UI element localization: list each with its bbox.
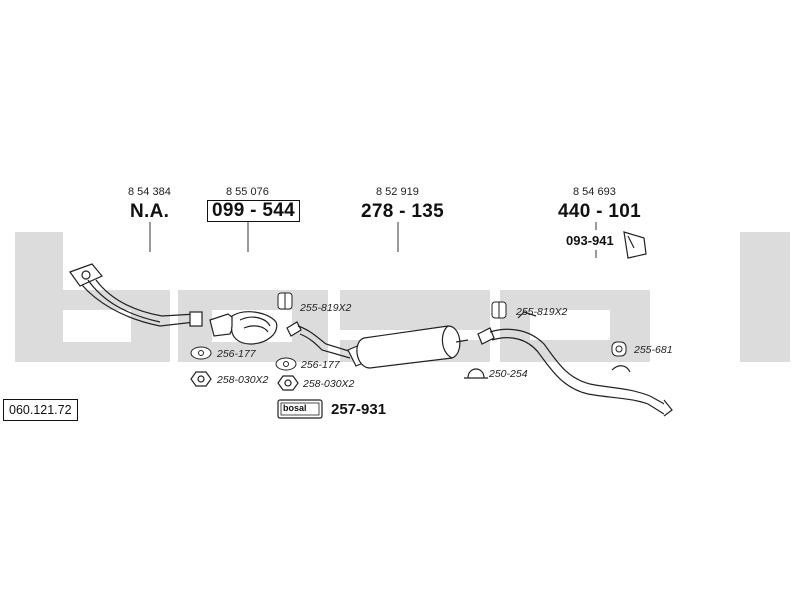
- middle-silencer: [347, 325, 469, 369]
- clamp-left-label: 255-819X2: [300, 302, 352, 314]
- gasket-2-label: 256-177: [301, 359, 340, 371]
- gasket-2-icon: [275, 357, 297, 371]
- clamp-mid-icon: [491, 301, 507, 319]
- rubber-mount-icon: [611, 341, 627, 357]
- nut-1-label: 258-030X2: [217, 374, 269, 386]
- gasket-1-icon: [190, 346, 212, 360]
- oem-number-1: 8 54 384: [128, 186, 171, 198]
- nut-2-label: 258-030X2: [303, 378, 355, 390]
- rear-pipe: [477, 311, 673, 417]
- front-pipe: [69, 263, 203, 327]
- mounting-kit-part-number: 257-931: [331, 401, 387, 418]
- part-number-2: 099 - 544: [207, 200, 300, 222]
- intermediate-pipe: [286, 321, 353, 359]
- leader-lines: [149, 222, 597, 258]
- rubber-mount-label: 255-681: [634, 344, 673, 356]
- part-number-3: 278 - 135: [361, 201, 444, 222]
- clamp-left-icon: [277, 292, 293, 310]
- catalytic-converter: [209, 311, 278, 345]
- oem-number-3: 8 52 919: [376, 186, 419, 198]
- nut-2-icon: [277, 375, 299, 391]
- gasket-1-label: 256-177: [217, 348, 256, 360]
- reference-number: 060.121.72: [3, 399, 78, 421]
- u-clamp-icon: [464, 368, 488, 379]
- u-clamp-label: 250-254: [489, 368, 528, 380]
- clamp-mid-label: 255-819X2: [516, 306, 568, 318]
- mounting-kit-box-icon: [277, 399, 323, 419]
- part-number-4: 440 - 101: [558, 201, 641, 222]
- oem-number-4: 8 54 693: [573, 186, 616, 198]
- bracket-icon: [623, 231, 647, 259]
- part-number-1: N.A.: [130, 201, 170, 222]
- oem-number-2: 8 55 076: [226, 186, 269, 198]
- bracket-part-number: 093-941: [566, 233, 614, 248]
- mounting-kit-brand: bosal: [283, 403, 307, 413]
- nut-1-icon: [190, 371, 212, 387]
